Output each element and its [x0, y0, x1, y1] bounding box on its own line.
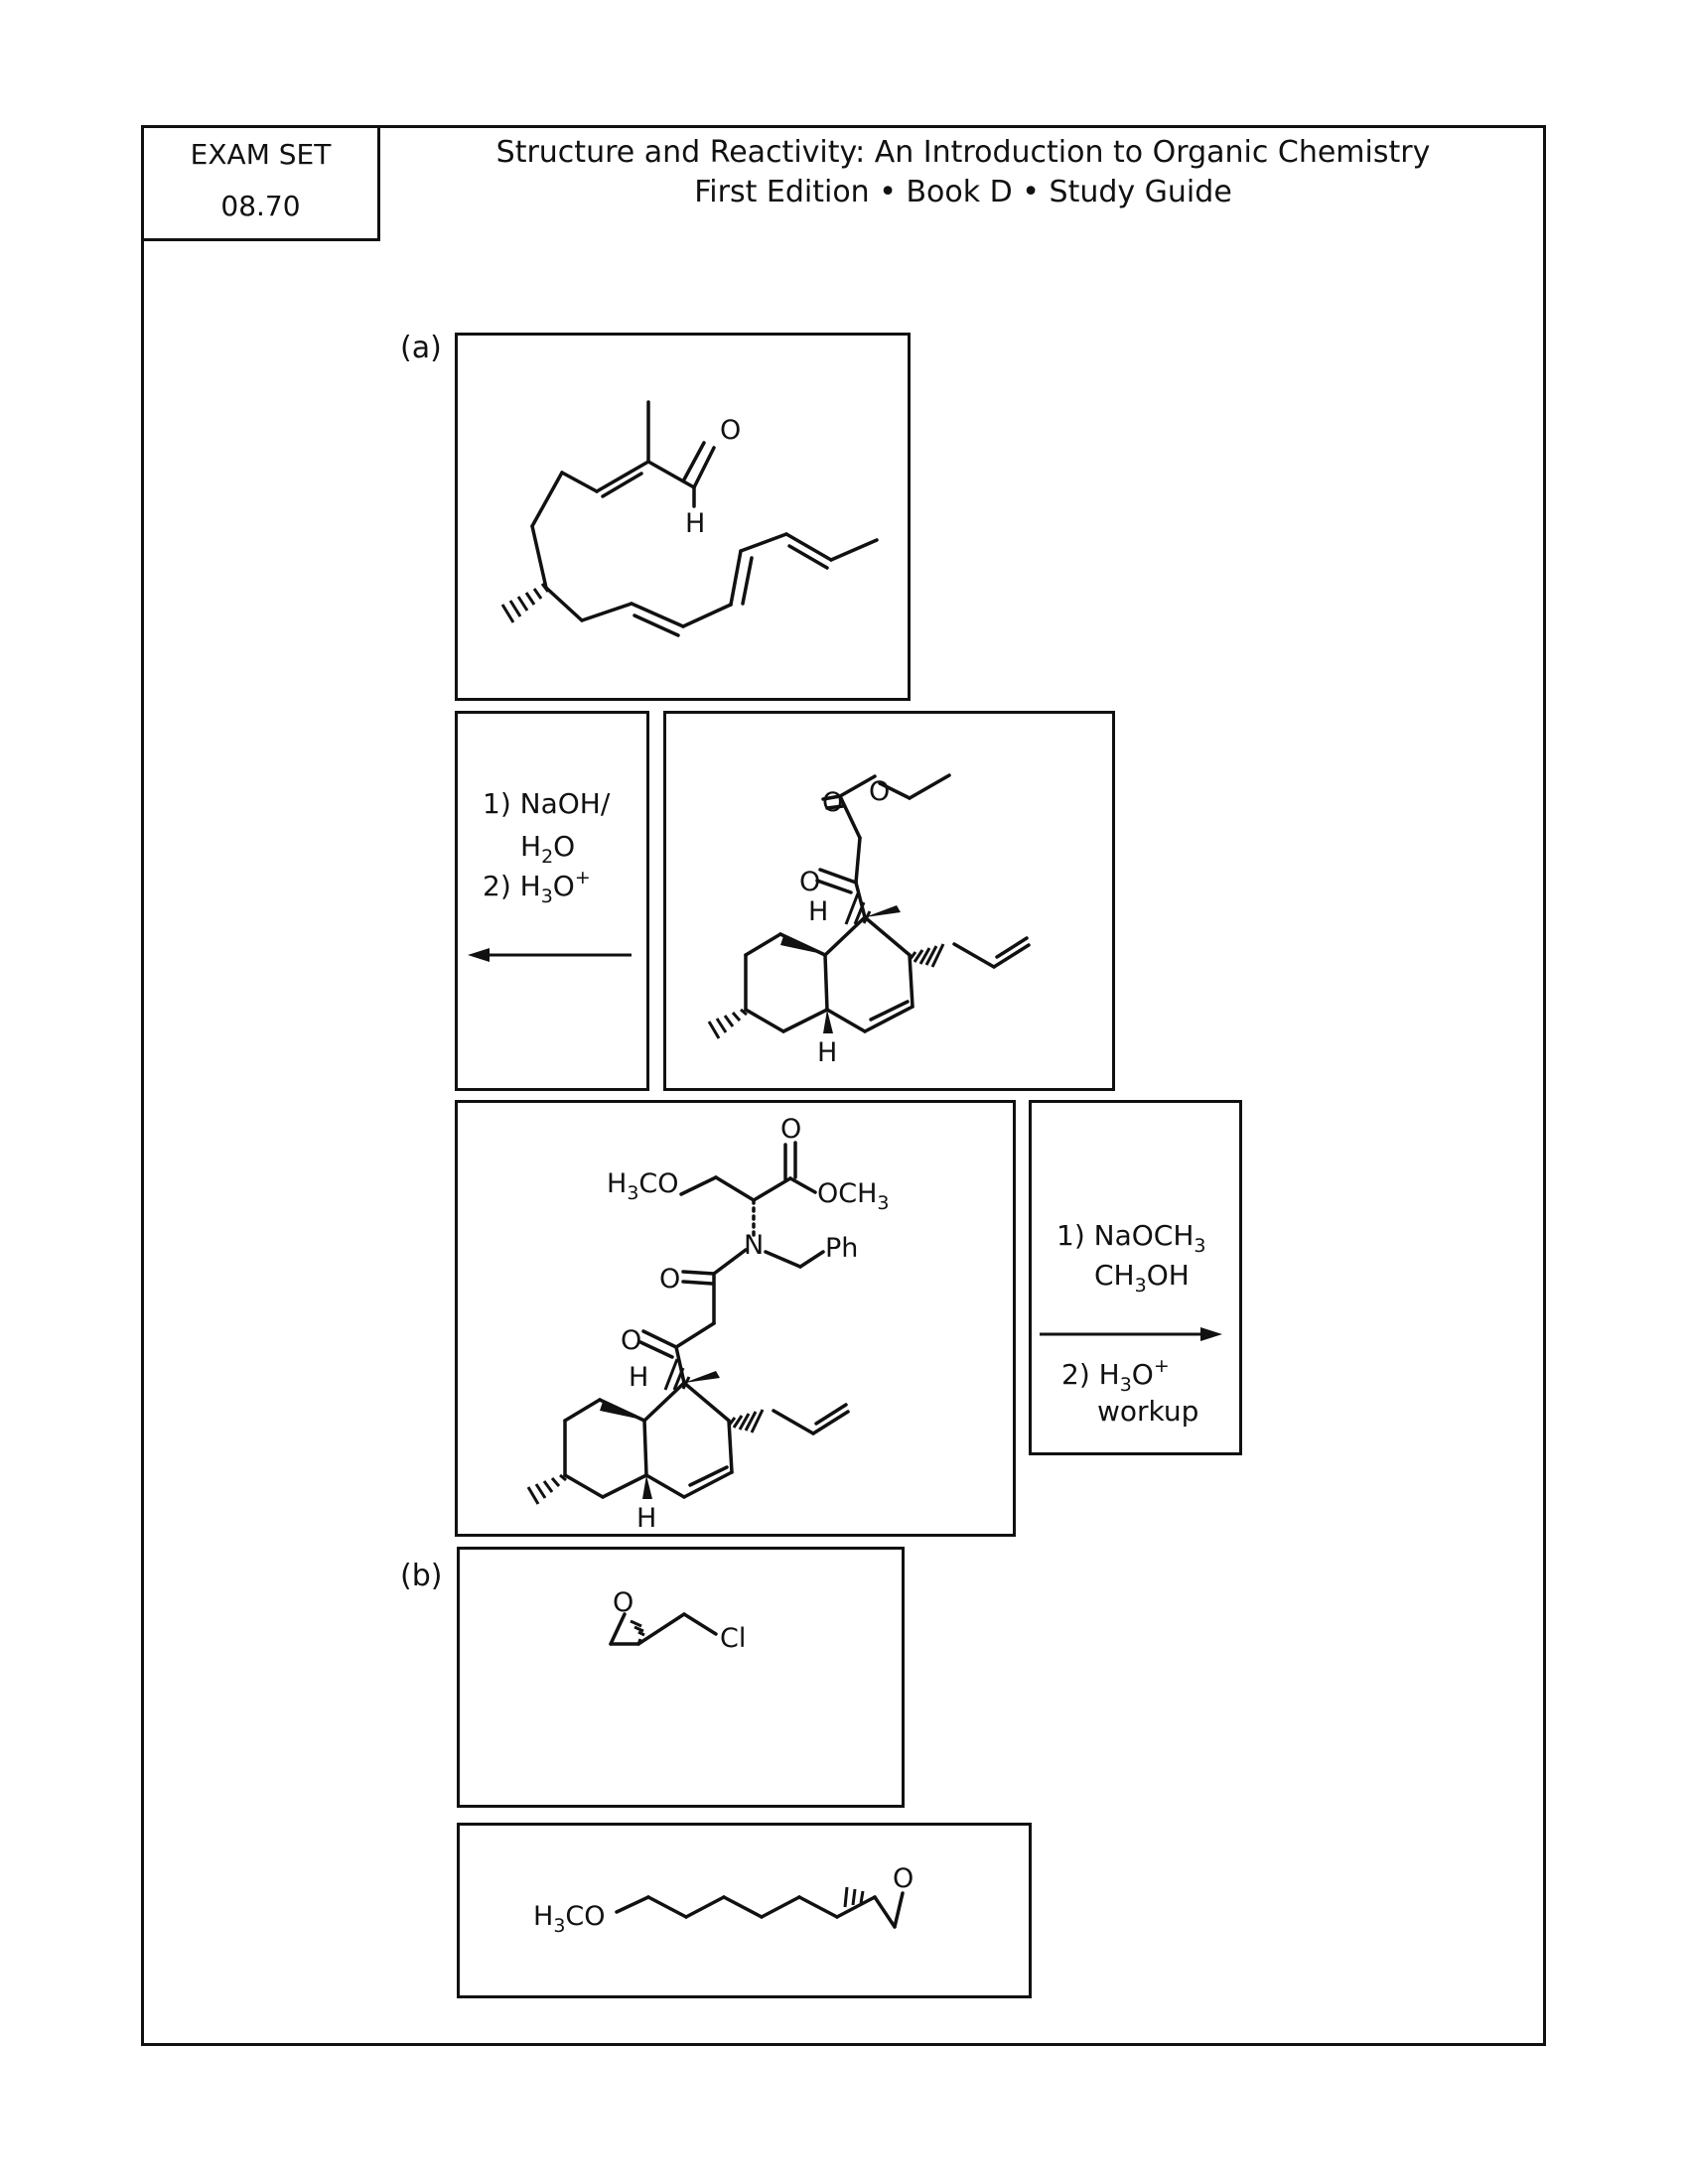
svg-text:workup: workup [1097, 1395, 1198, 1428]
exam-set-box: EXAM SET 08.70 [141, 125, 380, 241]
svg-text:CH3OH: CH3OH [1094, 1259, 1190, 1297]
svg-text:H2O: H2O [520, 830, 575, 868]
svg-text:H: H [808, 896, 828, 927]
exam-set-number: 08.70 [220, 190, 301, 222]
reagent-box-2: 1) NaOCH3 CH3OH 2) H3O+ workup [1029, 1100, 1242, 1455]
molecule-box-b1: O Cl [457, 1547, 905, 1808]
reagent-conditions-2: 1) NaOCH3 CH3OH 2) H3O+ workup [1040, 1219, 1222, 1428]
svg-text:O: O [780, 1114, 801, 1145]
methoxy-epoxide-structure: H3CO O [533, 1863, 914, 1937]
molecule-box-a1: O H [455, 333, 911, 701]
svg-text:H: H [817, 1037, 837, 1068]
svg-text:O: O [621, 1325, 641, 1356]
exam-set-label: EXAM SET [190, 138, 332, 171]
svg-text:O: O [869, 776, 890, 807]
molecule-box-a2: O O O H H [663, 711, 1115, 1091]
svg-text:2) H3O+: 2) H3O+ [1061, 1355, 1170, 1396]
svg-text:H: H [629, 1362, 648, 1393]
aldehyde-structure: O H [500, 400, 879, 637]
reagent-box-1: 1) NaOH/ H2O 2) H3O+ [455, 711, 649, 1091]
svg-text:O: O [893, 1863, 914, 1894]
reagent-conditions-1: 1) NaOH/ H2O 2) H3O+ [468, 787, 632, 962]
svg-text:Cl: Cl [720, 1623, 746, 1654]
svg-text:O: O [822, 787, 843, 818]
svg-text:O: O [659, 1264, 680, 1295]
amide-structure: O OCH3 H3CO N Ph O O H H [526, 1114, 890, 1534]
svg-text:H3CO: H3CO [607, 1168, 679, 1204]
header-title: Structure and Reactivity: An Introductio… [495, 135, 1431, 170]
svg-text:O: O [799, 867, 820, 897]
svg-text:H: H [636, 1503, 656, 1534]
svg-text:H3CO: H3CO [533, 1901, 606, 1937]
header-subtitle: First Edition • Book D • Study Guide [694, 175, 1232, 209]
svg-text:1) NaOCH3: 1) NaOCH3 [1056, 1219, 1205, 1257]
epichlorohydrin-structure: O Cl [609, 1587, 746, 1654]
svg-text:Ph: Ph [825, 1233, 858, 1264]
svg-text:OCH3: OCH3 [817, 1178, 890, 1214]
molecule-box-a3: O OCH3 H3CO N Ph O O H H [455, 1100, 1016, 1537]
svg-text:2) H3O+: 2) H3O+ [483, 867, 591, 907]
page-frame [141, 125, 1546, 2046]
reagent1-line1: 1) NaOH/ [483, 787, 611, 820]
molecule-box-b2: H3CO O [457, 1823, 1032, 1998]
part-a-label: (a) [400, 331, 442, 365]
svg-text:O: O [613, 1587, 633, 1618]
svg-text:N: N [744, 1230, 764, 1261]
keto-ester-structure: O O O H H [707, 773, 1031, 1068]
atom-O: O [720, 415, 741, 446]
part-b-label: (b) [400, 1559, 443, 1593]
atom-H: H [685, 508, 705, 539]
